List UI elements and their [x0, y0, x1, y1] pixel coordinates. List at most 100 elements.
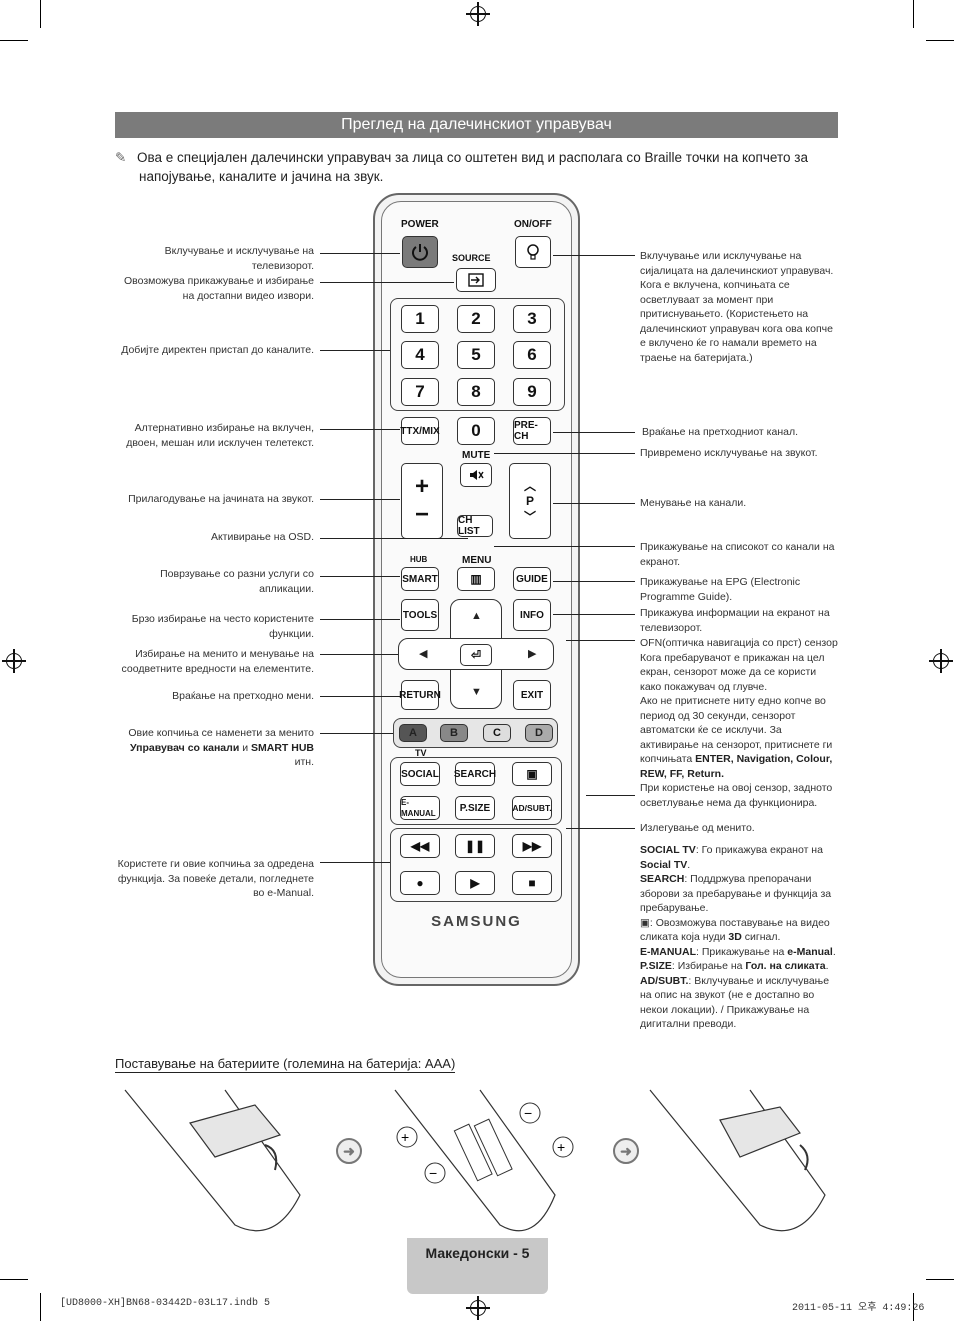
mute-button[interactable] — [460, 463, 492, 487]
pencil-note-icon: ✎ — [115, 150, 127, 165]
hub-label: HUB — [410, 555, 428, 564]
pause-button[interactable]: ❚❚ — [455, 834, 495, 858]
return-button[interactable]: RETURN — [399, 680, 441, 710]
number-button-7[interactable]: 7 — [401, 378, 439, 406]
fast-forward-button[interactable]: ▶▶ — [512, 834, 552, 858]
color-button-a[interactable]: A — [399, 724, 427, 742]
annotation-prech: Враќање на претходниот канал. — [642, 426, 798, 438]
svg-text:−: − — [429, 1165, 437, 1181]
number-pad — [390, 298, 565, 411]
tv-label: TV — [415, 748, 427, 758]
channel-rocker[interactable]: ︿ P ﹀ — [509, 463, 551, 539]
power-icon — [412, 244, 428, 261]
color-button-d[interactable]: D — [525, 724, 553, 742]
menu-label: MENU — [462, 555, 492, 566]
volume-down-icon: − — [414, 501, 429, 528]
power-label: POWER — [401, 219, 439, 230]
social-tv-button[interactable]: SOCIAL — [400, 762, 440, 786]
mute-icon — [470, 470, 484, 480]
number-button-9[interactable]: 9 — [513, 378, 551, 406]
annotation-color-keys: Овие копчиња се наменети за менито Управ… — [128, 727, 314, 768]
rewind-button[interactable]: ◀◀ — [400, 834, 440, 858]
annotation-info: Прикажува информации на екранот на телев… — [640, 607, 830, 634]
registration-mark-icon — [929, 649, 953, 673]
p-size-button[interactable]: P.SIZE — [455, 796, 495, 820]
annotation-tools: Брзо избирање на често користените функц… — [131, 613, 314, 640]
stop-icon: ■ — [528, 876, 536, 890]
source-button[interactable] — [456, 268, 496, 292]
number-button-1[interactable]: 1 — [401, 305, 439, 333]
number-button-3[interactable]: 3 — [513, 305, 551, 333]
arrow-right-icon: ➜ — [613, 1138, 639, 1164]
annotation-chlist: Прикажување на списокот со канали на екр… — [640, 541, 835, 568]
number-button-8[interactable]: 8 — [457, 378, 495, 406]
volume-rocker[interactable]: + − — [401, 463, 443, 539]
footer-timestamp: 2011-05-11 오후 4:49:26 — [792, 1303, 925, 1314]
number-button-0[interactable]: 0 — [457, 417, 495, 445]
search-button[interactable]: SEARCH — [454, 762, 496, 786]
ad-subt-button[interactable]: AD/SUBT. — [512, 796, 552, 820]
annotation-menu: Активирање на OSD. — [210, 531, 314, 543]
tools-button[interactable]: TOOLS — [401, 599, 439, 631]
enter-button[interactable]: ⏎ — [460, 644, 492, 666]
stop-button[interactable]: ■ — [512, 871, 552, 895]
rewind-icon: ◀◀ — [410, 839, 430, 853]
ch-list-button[interactable]: CH LIST — [457, 515, 493, 537]
annotation-ofn: OFN(оптичка навигација со прст) сензор К… — [640, 637, 838, 809]
battery-step-1-illustration — [124, 1089, 301, 1232]
menu-button[interactable]: ▥ — [457, 567, 495, 591]
svg-text:−: − — [524, 1105, 532, 1121]
media-group — [390, 828, 562, 902]
nav-up-icon[interactable]: ▲ — [471, 610, 482, 622]
number-button-6[interactable]: 6 — [513, 341, 551, 369]
footer-file-info: [UD8000-XH]BN68-03442D-03L17.indb 5 — [60, 1298, 271, 1309]
menu-icon: ▥ — [470, 572, 482, 586]
annotation-mute: Привремено исклучување на звукот. — [640, 447, 818, 459]
3d-glasses-icon: ▣ — [526, 767, 538, 781]
nav-left-icon[interactable]: ◀ — [419, 648, 428, 660]
record-button[interactable]: ● — [400, 871, 440, 895]
nav-right-icon[interactable]: ▶ — [528, 648, 537, 660]
page-number: Македонски - 5 — [425, 1245, 530, 1261]
annotation-media: Користете ги овие копчиња за одредена фу… — [117, 858, 314, 899]
number-button-4[interactable]: 4 — [401, 341, 439, 369]
pre-ch-button[interactable]: PRE-CH — [513, 417, 551, 445]
number-button-5[interactable]: 5 — [457, 341, 495, 369]
fast-forward-icon: ▶▶ — [522, 839, 542, 853]
smart-function-group — [390, 757, 562, 825]
3d-button[interactable]: ▣ — [512, 762, 552, 786]
battery-section-title: Поставување на батериите (големина на ба… — [115, 1056, 456, 1073]
annotation-return: Враќање на претходно мени. — [172, 690, 314, 702]
play-button[interactable]: ▶ — [455, 871, 495, 895]
source-label: SOURCE — [452, 253, 491, 263]
color-button-c[interactable]: C — [483, 724, 511, 742]
record-icon: ● — [416, 876, 424, 890]
e-manual-button[interactable]: E-MANUAL — [400, 796, 440, 820]
number-button-2[interactable]: 2 — [457, 305, 495, 333]
guide-button[interactable]: GUIDE — [513, 567, 551, 591]
channel-down-icon: ﹀ — [523, 510, 536, 524]
mute-label: MUTE — [462, 450, 491, 461]
power-button[interactable] — [402, 236, 438, 268]
smart-hub-button[interactable]: SMART — [401, 567, 439, 591]
nav-down-icon[interactable]: ▼ — [471, 686, 482, 698]
info-button[interactable]: INFO — [513, 599, 551, 631]
exit-button[interactable]: EXIT — [513, 680, 551, 710]
pause-icon: ❚❚ — [464, 839, 486, 853]
channel-p-label: P — [525, 494, 534, 508]
battery-step-3-illustration — [649, 1089, 826, 1232]
enter-icon: ⏎ — [470, 648, 482, 662]
onoff-label: ON/OFF — [514, 219, 552, 230]
annotation-channel: Менување на канали. — [640, 497, 747, 509]
arrow-right-icon: ➜ — [336, 1138, 362, 1164]
annotation-volume: Прилагодување на јачината на звукот. — [128, 493, 314, 505]
ttx-mix-button[interactable]: TTX/MIX — [400, 417, 440, 445]
battery-step-2-illustration: + − − + — [394, 1089, 574, 1232]
svg-text:+: + — [401, 1129, 409, 1145]
color-button-b[interactable]: B — [440, 724, 468, 742]
onoff-button[interactable] — [515, 236, 551, 268]
3d-glasses-icon: ▣ — [640, 916, 650, 929]
annotation-power: Вклучување и исклучување на телевизорот. — [164, 245, 314, 272]
annotation-onoff: Вклучување или исклучување на сијалицата… — [640, 250, 834, 364]
page-number-tab — [407, 1238, 548, 1294]
